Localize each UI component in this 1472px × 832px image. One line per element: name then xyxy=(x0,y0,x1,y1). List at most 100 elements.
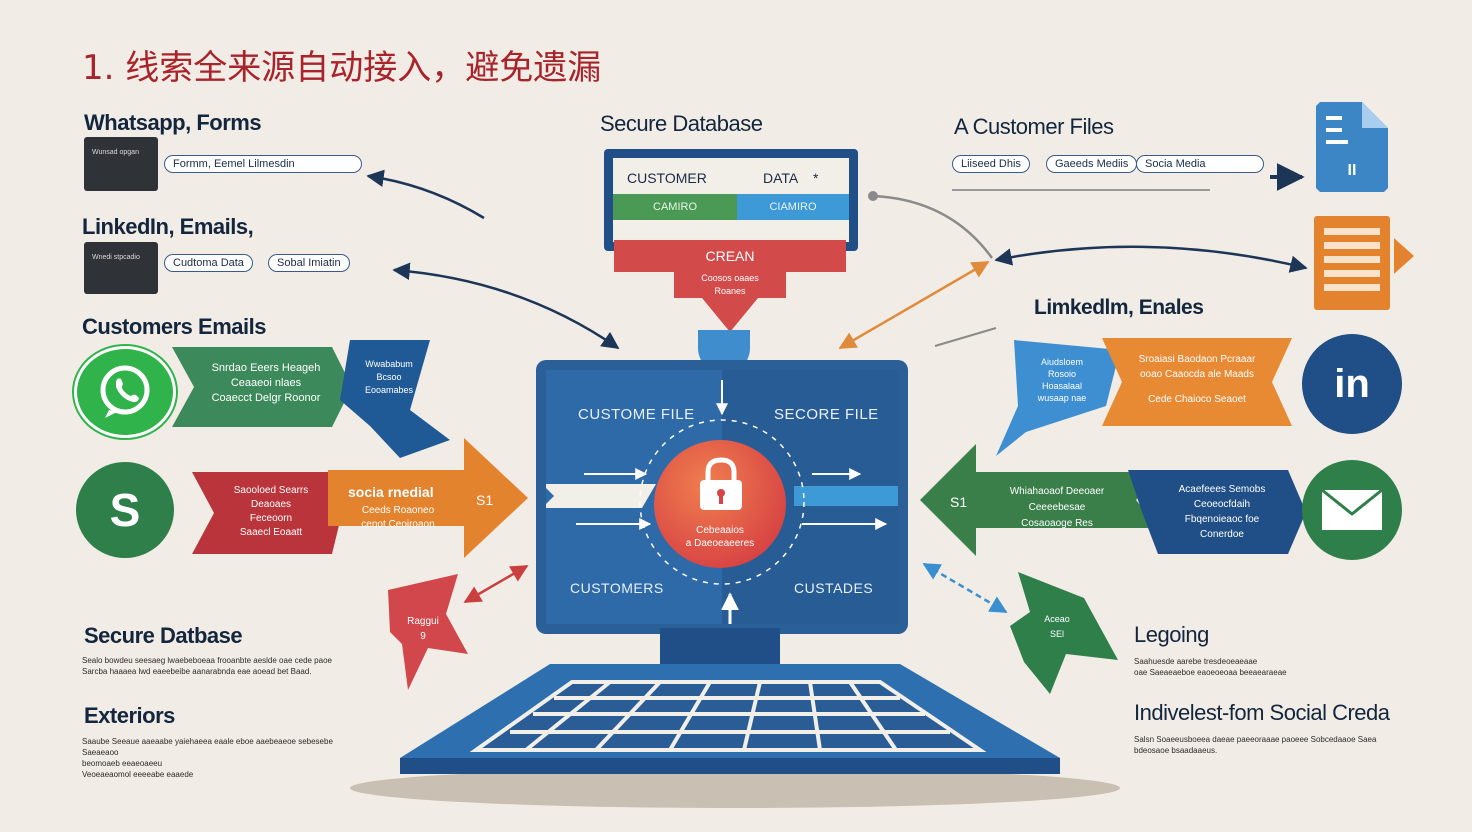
customer-file-label: CUSTOME FILE xyxy=(578,406,695,423)
star-line: 9 xyxy=(420,631,426,642)
linkedin-emails-heading: LinkedIn, Emails, xyxy=(82,214,254,239)
linkedin-icon[interactable]: in xyxy=(1302,334,1402,434)
laptop-base xyxy=(350,628,1120,808)
red-banner-title: CREAN xyxy=(705,248,755,264)
whatsapp-icon[interactable] xyxy=(74,346,176,438)
navy-arrow-line: Acaefeees Semobs xyxy=(1178,484,1266,495)
lock-caption: a Daeoeaeeres xyxy=(685,538,755,549)
blue-down-arrow: Wwababum Bcsoo Eooamabes xyxy=(340,340,452,458)
blue-banner: CIAMIRO xyxy=(737,194,849,220)
text-line: Salsn Soaeeusboeea daeae paeeoraaae paoe… xyxy=(1134,735,1377,744)
red-source-arrow: Saooloed Searrs Deaoaes Feceoorn Saaecl … xyxy=(192,472,342,554)
listed-files-chip[interactable]: Liiseed Dhis xyxy=(952,155,1030,173)
indivelest-heading: Indivelest-fom Social Creda xyxy=(1134,700,1390,725)
customer-label: CUSTOMER xyxy=(627,170,707,186)
whatsapp-phone-icon xyxy=(100,365,150,418)
blue-arrow-line: Eooamabes xyxy=(364,385,414,395)
data-label: DATA xyxy=(763,170,799,186)
text-line: Saahuesde aarebe tresdeoeaeaae xyxy=(1134,657,1258,666)
blue-left-line: Hoasalaal xyxy=(1041,381,1083,391)
custades-label: CUSTADES xyxy=(794,580,874,596)
blue-left-line: wusaap nae xyxy=(1037,393,1087,403)
orange-wide-line: ooao Caaocda ale Maads xyxy=(1140,369,1254,380)
preview-text: Wunsad opgan xyxy=(92,149,139,156)
red-flow-arrow: CREAN Coosos oaaes Roanes xyxy=(614,240,846,336)
navy-arrow: Acaefeees Semobs Ceoeocfdaih Fbqenoieaoc… xyxy=(1128,470,1306,554)
legoing-heading: Legoing xyxy=(1134,622,1209,647)
main-screen-frame: CUSTOME FILE SECORE FILE CUSTOMERS CUSTA… xyxy=(536,360,908,634)
social-media-title: socia rnedial xyxy=(348,484,434,500)
customer-files-heading: A Customer Files xyxy=(954,114,1114,139)
text-line: bdeosaoe bsaadaaeus. xyxy=(1134,746,1218,755)
blue-arrow-line: Wwababum xyxy=(365,359,413,369)
indivelest-text: Salsn Soaeeusboeea daeae paeeoraaae paoe… xyxy=(1134,734,1434,756)
green-star-marker: Aceao SEl xyxy=(1010,572,1118,694)
orange-wide-line: Cede Chaioco Seaoet xyxy=(1148,394,1246,405)
keyboard-grid xyxy=(469,680,987,752)
text-line: Sealo bowdeu seesaeg lwaebeboeaa frooanb… xyxy=(82,656,332,665)
whatsapp-forms-heading: Whatsapp, Forms xyxy=(84,110,262,135)
customers-emails-heading: Customers Emails xyxy=(82,314,266,339)
secure-file-label: SECORE FILE xyxy=(774,406,879,423)
blue-left-arrow: Aiudsloem Rosoio Hoasalaal wusaap nae xyxy=(996,336,1120,456)
text-line: Saaube Seeaue aaeaabe yaiehaeea eaale eb… xyxy=(82,737,333,746)
green-left-number: S1 xyxy=(950,494,968,510)
center-secure-database-heading: Secure Database xyxy=(600,111,763,136)
orange-wide-line: Sroaiasi Baodaon Pcraaar xyxy=(1138,354,1256,365)
document-icon[interactable]: II xyxy=(1316,102,1388,192)
text-line: beomoaeb eeaeoaeeu xyxy=(82,759,163,768)
social-media-chip[interactable]: Socia Media xyxy=(1136,155,1264,173)
orange-arrow-number: S1 xyxy=(476,492,494,508)
navy-arrow-line: Conerdoe xyxy=(1200,529,1244,540)
customers-label: CUSTOMERS xyxy=(570,580,664,596)
green-left-line: Whiahaoaof Deeoaer xyxy=(1009,486,1105,497)
green-left-line: Cosaoaoge Res xyxy=(1021,518,1093,529)
text-line: oae Saeaeaeboe eaoeoeoaa beeaearaeae xyxy=(1134,668,1287,677)
exteriors-heading: Exteriors xyxy=(84,703,175,728)
navy-arrow-line: Fbqenoieaoc foe xyxy=(1184,514,1260,525)
email-icon[interactable] xyxy=(1302,460,1402,560)
skype-icon[interactable]: S xyxy=(76,462,174,558)
legoing-text: Saahuesde aarebe tresdeoeaeaae oae Saeae… xyxy=(1134,656,1374,678)
green-star-line: SEl xyxy=(1049,629,1064,639)
red-banner-line: Coosos oaaes xyxy=(701,273,759,283)
linkedin-emails-preview: Wnedi stpcadio xyxy=(84,242,158,294)
blue-arrow-line: Bcsoo xyxy=(376,372,402,382)
orange-arrow-line: cenot Ceoiroaon xyxy=(361,519,435,530)
social-media-arrow: socia rnedial Ceeds Roaoneo cenot Ceoiro… xyxy=(328,438,528,558)
lock-caption: Cebeaaios xyxy=(696,525,744,536)
text-line: Saeaeaoo xyxy=(82,748,119,757)
navy-arrow-line: Ceoeocfdaih xyxy=(1193,499,1251,510)
page-title: 1. 线索全来源自动接入，避免遗漏 xyxy=(82,48,602,88)
social-media-chip[interactable]: Sobal Imiatin xyxy=(268,254,350,272)
envelope-icon xyxy=(1322,490,1382,530)
red-arrow-line: Deaoaes xyxy=(250,499,292,510)
screen-flow-arrows xyxy=(546,380,898,624)
goods-media-chip[interactable]: Gaeeds Mediis xyxy=(1046,155,1138,173)
orange-wide-arrow: Sroaiasi Baodaon Pcraaar ooao Caaocda al… xyxy=(1102,338,1292,426)
green-arrow-line: Ceaaeoi nlaes xyxy=(230,377,302,389)
whatsapp-forms-chip[interactable]: Formm, Eemel Lilmesdin xyxy=(164,155,362,173)
lock-icon xyxy=(700,457,742,510)
blue-left-line: Aiudsloem xyxy=(1040,357,1084,367)
red-arrow-line: Feceoorn xyxy=(249,513,293,524)
text-line: Sarcba haaaea lwd eaeebeibe aanarabnda e… xyxy=(82,667,312,676)
exteriors-text: Saaube Seeaue aaeaabe yaiehaeea eaale eb… xyxy=(82,736,362,780)
green-arrow-line: Snrdao Eeers Heageh xyxy=(211,362,321,374)
document-icon-label: II xyxy=(1347,162,1357,179)
whatsapp-forms-preview: Wunsad opgan xyxy=(84,137,158,191)
spreadsheet-icon[interactable] xyxy=(1314,216,1418,310)
blue-left-line: Rosoio xyxy=(1047,369,1076,379)
red-arrow-line: Saaecl Eoaatt xyxy=(239,527,303,538)
green-banner: CAMIRO xyxy=(613,194,737,220)
linkedin-enales-heading: Limkedlm, Enales xyxy=(1034,296,1204,319)
star-icon: * xyxy=(813,170,819,186)
secure-database-heading: Secure Datbase xyxy=(84,623,243,648)
text-line: Veoeaeaomol eeeeabe eaaede xyxy=(82,770,194,779)
green-left-line: Ceeeebesae xyxy=(1028,502,1086,513)
orange-arrow-line: Ceeds Roaoneo xyxy=(361,505,435,516)
red-arrow-line: Saooloed Searrs xyxy=(233,485,309,496)
red-star-marker: Raggui 9 xyxy=(388,574,468,690)
customer-data-chip[interactable]: Cudtoma Data xyxy=(164,254,253,272)
